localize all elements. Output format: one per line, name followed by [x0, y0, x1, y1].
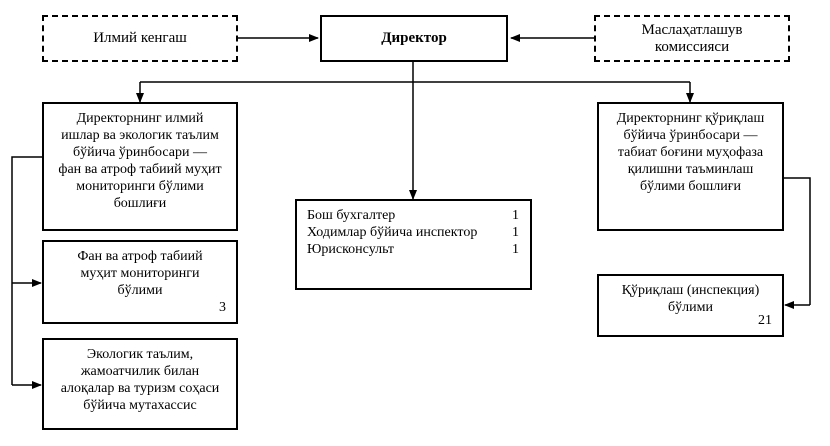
- advisory-commission-line-2: комиссияси: [654, 38, 730, 55]
- science-department-box: Фан ва атроф табиий муҳит мониторинги бў…: [42, 240, 238, 324]
- deputy-protection-line: қилишни таъминлаш: [627, 162, 754, 177]
- deputy-science-line: фан ва атроф табиий муҳит: [58, 162, 222, 177]
- protection-department-line: бўлими: [668, 300, 713, 315]
- deputy-science-line: мониторинги бўлими: [76, 179, 204, 194]
- protection-department-line: Қўриқлаш (инспекция): [621, 283, 760, 298]
- staff-row: Юрисконсульт 1: [307, 241, 519, 258]
- eco-specialist-line: бўйича мутахассис: [83, 398, 197, 413]
- eco-specialist-line: жамоатчилик билан: [80, 364, 200, 379]
- right-bracket: [784, 177, 811, 305]
- staff-box: Бош бухгалтер 1 Ходимлар бўйича инспекто…: [295, 199, 532, 290]
- advisory-commission-line-1: Маслаҳатлашув: [641, 21, 743, 38]
- staff-role: Бош бухгалтер: [307, 208, 396, 223]
- science-department-count: 3: [219, 300, 226, 315]
- staff-count: 1: [512, 208, 519, 223]
- staff-row: Ходимлар бўйича инспектор 1: [307, 224, 519, 241]
- advisory-commission-box: Маслаҳатлашув комиссияси: [594, 15, 790, 62]
- eco-specialist-line: Экологик таълим,: [86, 347, 194, 362]
- deputy-science-box: Директорнинг илмий ишлар ва экологик таъ…: [42, 102, 238, 231]
- eco-specialist-box: Экологик таълим, жамоатчилик билан алоқа…: [42, 338, 238, 430]
- protection-department-count: 21: [758, 313, 772, 328]
- science-department-line: муҳит мониторинги: [80, 266, 200, 281]
- scientific-council-box: Илмий кенгаш: [42, 15, 238, 62]
- deputy-science-line: ишлар ва экологик таълим: [61, 128, 219, 143]
- deputy-protection-line: Директорнинг қўриқлаш: [616, 111, 765, 126]
- protection-department-box: Қўриқлаш (инспекция) бўлими 21: [597, 274, 784, 337]
- eco-specialist-line: алоқалар ва туризм соҳаси: [60, 381, 220, 396]
- science-department-line: Фан ва атроф табиий: [77, 249, 203, 264]
- staff-count: 1: [512, 225, 519, 240]
- deputy-protection-line: бўйича ўринбосари —: [623, 128, 758, 143]
- deputy-protection-line: бўлими бошлиғи: [639, 179, 742, 194]
- scientific-council-label: Илмий кенгаш: [93, 30, 187, 46]
- deputy-protection-line: табиат боғини муҳофаза: [617, 145, 764, 160]
- deputy-science-line: Директорнинг илмий: [76, 111, 204, 126]
- left-bracket: [11, 156, 42, 385]
- deputy-science-line: бошлиғи: [113, 196, 167, 211]
- staff-row: Бош бухгалтер 1: [307, 207, 519, 224]
- deputy-science-line: бўйича ўринбосари —: [73, 145, 207, 160]
- director-box: Директор: [320, 15, 508, 62]
- deputy-protection-box: Директорнинг қўриқлаш бўйича ўринбосари …: [597, 102, 784, 231]
- staff-role: Ходимлар бўйича инспектор: [307, 225, 478, 240]
- science-department-line: бўлими: [117, 283, 163, 298]
- staff-count: 1: [512, 242, 519, 257]
- staff-role: Юрисконсульт: [307, 242, 395, 257]
- director-label: Директор: [381, 30, 447, 46]
